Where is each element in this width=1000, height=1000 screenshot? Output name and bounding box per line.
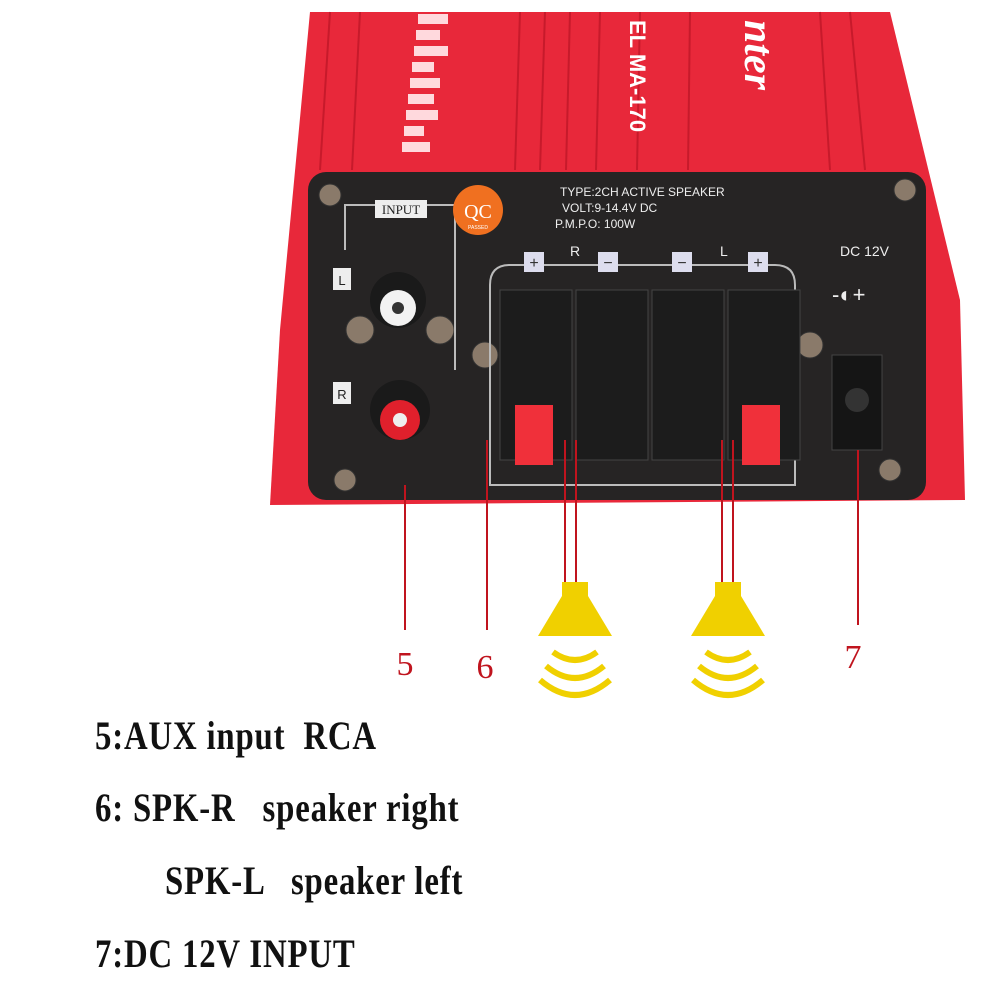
spk-r-plus-clip[interactable] — [515, 405, 553, 465]
input-r-label: R — [337, 387, 346, 402]
spec-volt: VOLT:9-14.4V DC — [562, 201, 657, 215]
model-label: EL MA-170 — [625, 20, 650, 132]
qc-text: QC — [464, 201, 492, 223]
svg-text:+: + — [753, 255, 762, 272]
speaker-terminals[interactable] — [499, 289, 801, 461]
svg-text:−: − — [603, 255, 612, 272]
polarity-markers: + − − + — [524, 252, 768, 272]
legend-spk-l: SPK-L speaker left — [165, 858, 464, 903]
left-channel-label: L — [720, 243, 728, 259]
polarity-symbol: -◐+ — [832, 282, 865, 307]
screw-icon — [318, 178, 917, 492]
heatsink-fins — [319, 11, 866, 171]
qc-badge — [453, 185, 503, 235]
speaker-left-icon — [691, 582, 765, 698]
brand-logo: nter — [735, 20, 781, 91]
vu-graphic — [402, 14, 448, 152]
qc-sub-text: PASSED — [468, 225, 488, 231]
spec-pmpo: P.M.P.O: 100W — [555, 217, 636, 231]
callout-7: 7 — [845, 639, 862, 676]
svg-text:+: + — [529, 255, 538, 272]
dc-label: DC 12V — [840, 243, 890, 259]
input-label: INPUT — [382, 202, 420, 217]
right-channel-label: R — [570, 243, 580, 259]
input-l-label: L — [338, 273, 345, 288]
spec-type: TYPE:2CH ACTIVE SPEAKER — [560, 185, 725, 199]
spk-l-plus-clip[interactable] — [742, 405, 780, 465]
callout-6: 6 — [477, 649, 494, 686]
callout-5: 5 — [397, 646, 414, 683]
legend-aux: 5:AUX input RCA — [95, 713, 377, 758]
legend-dc: 7:DC 12V INPUT — [95, 931, 356, 976]
legend-spk-r: 6: SPK-R speaker right — [95, 785, 460, 830]
speaker-right-icon — [538, 582, 612, 698]
svg-text:−: − — [677, 255, 686, 272]
